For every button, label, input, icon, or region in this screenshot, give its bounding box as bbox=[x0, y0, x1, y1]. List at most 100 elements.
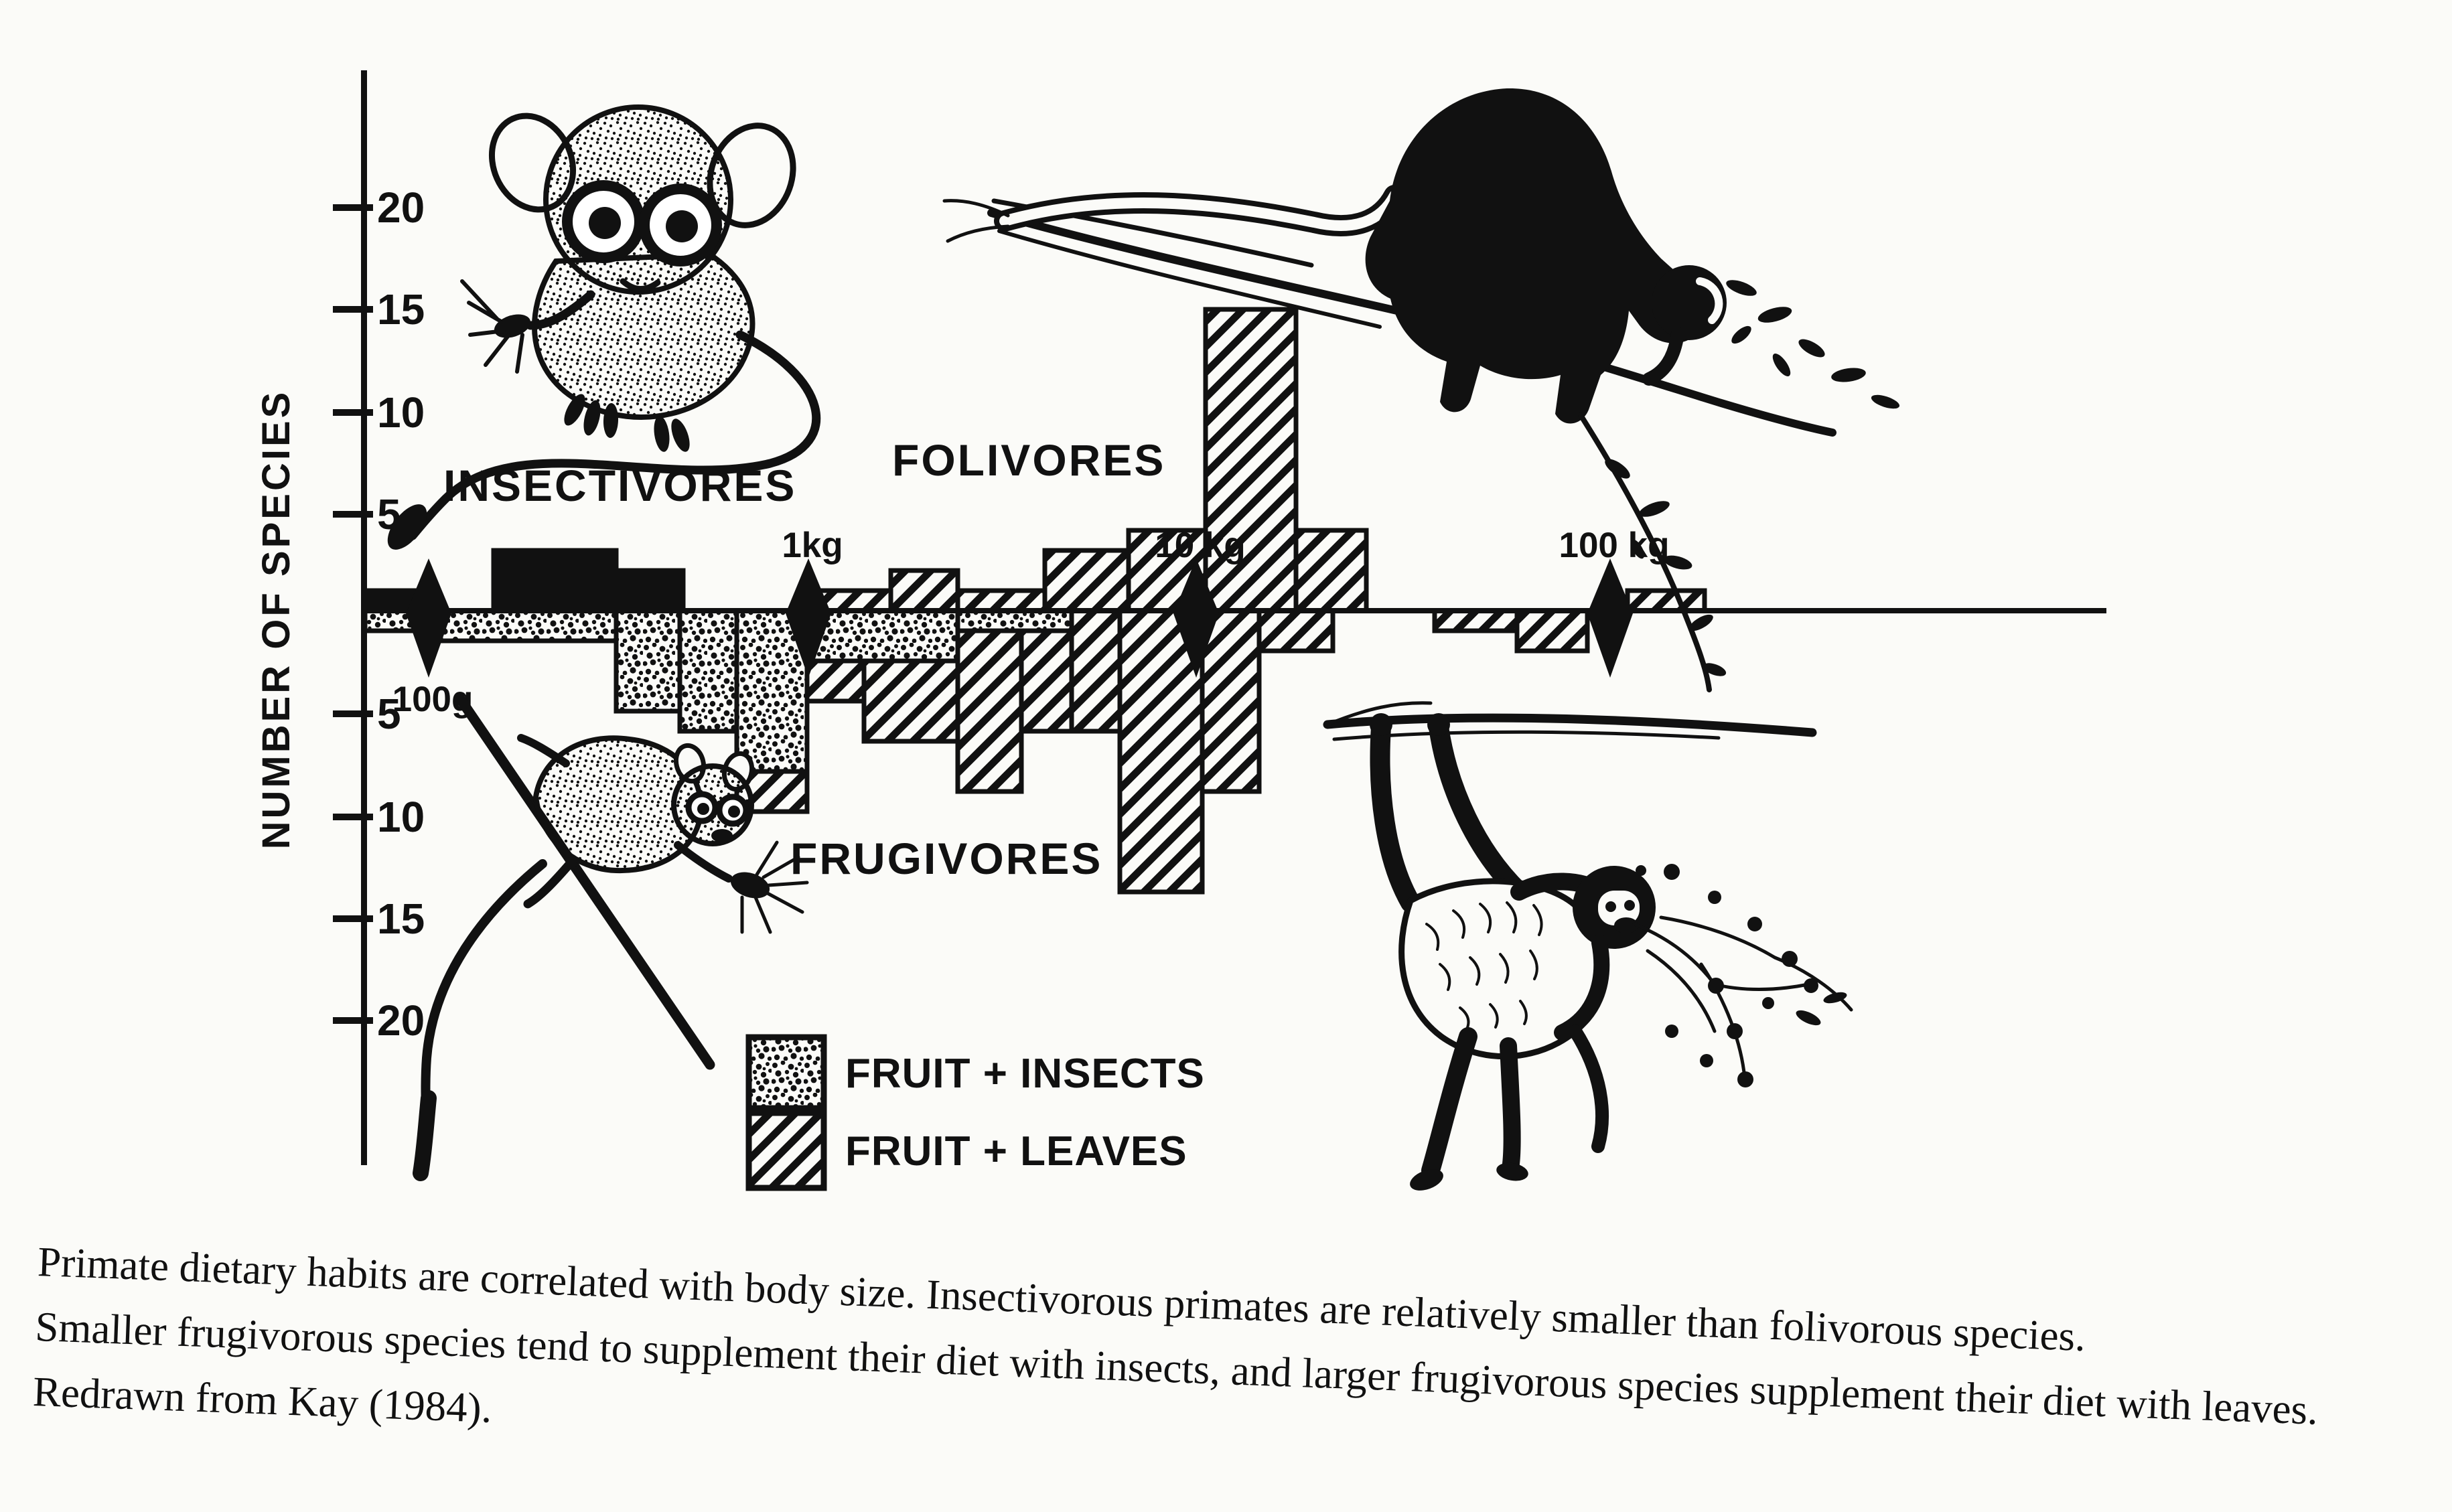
spider-monkey-illustration bbox=[1323, 701, 1853, 1191]
tarsier-mouth bbox=[620, 278, 661, 292]
monkey-arm-left bbox=[1370, 717, 1421, 913]
galago-reaching-arm bbox=[674, 841, 733, 883]
bar Insectivores bbox=[491, 548, 619, 613]
y-tick-label: 20 bbox=[377, 183, 425, 232]
y-axis-tick bbox=[333, 409, 373, 416]
galago-pupil-right bbox=[728, 806, 740, 818]
monkey-leg-left bbox=[1421, 1027, 1477, 1180]
bar Frugivores (fruit + insects) bbox=[426, 608, 619, 644]
tarsier-feet bbox=[564, 394, 690, 452]
y-tick-label: 15 bbox=[377, 895, 425, 943]
x-axis-line bbox=[364, 608, 2106, 613]
bar Folivores bbox=[955, 588, 1048, 613]
y-axis-tick bbox=[333, 306, 373, 313]
colobus-illustration bbox=[942, 88, 1900, 692]
y-axis-tick bbox=[333, 915, 373, 922]
galago-tail-tip bbox=[413, 1090, 437, 1181]
bar Insectivores bbox=[614, 568, 686, 613]
mass-arrow-100kg bbox=[1587, 558, 1633, 678]
branch-line2 bbox=[997, 229, 1382, 329]
colobus-face-ring bbox=[1696, 277, 1723, 324]
insect-legs bbox=[460, 279, 524, 374]
bar Frugivores (fruit + insects) bbox=[955, 608, 1074, 633]
branch-wisp bbox=[1325, 701, 1433, 727]
mass-label: 1kg bbox=[782, 526, 843, 565]
bar Frugivores (fruit + insects) bbox=[677, 608, 739, 734]
insect-prey bbox=[730, 872, 770, 899]
insect-prey-legs bbox=[740, 840, 809, 934]
tarsier-tail bbox=[408, 330, 821, 540]
fruit-cluster bbox=[1632, 864, 1853, 1087]
tarsier-tail-tuft bbox=[387, 504, 427, 550]
bar Folivores bbox=[1625, 588, 1707, 613]
tarsier-pupil-right bbox=[666, 210, 698, 242]
y-axis-tick bbox=[333, 1017, 373, 1024]
belly-fur-strokes bbox=[1425, 901, 1543, 1031]
monkey-arm-right bbox=[1429, 717, 1529, 902]
bar Folivores bbox=[1203, 307, 1299, 613]
monkey-foot-left bbox=[1410, 1169, 1443, 1191]
monkey-hand-left bbox=[1370, 713, 1392, 736]
galago-arm-grip bbox=[517, 734, 570, 767]
legend-label-fruit-leaves: FRUIT + LEAVES bbox=[845, 1128, 1187, 1175]
bar Frugivores (fruit + insects) bbox=[614, 608, 682, 714]
galago-muzzle bbox=[711, 829, 733, 842]
monkey-eye-right bbox=[1624, 900, 1635, 911]
tail-wisps bbox=[942, 199, 1010, 243]
y-tick-label: 15 bbox=[377, 285, 425, 333]
folivores-label: FOLIVORES bbox=[892, 435, 1165, 485]
tarsier-pupil-left bbox=[589, 207, 621, 239]
colobus-arm bbox=[1642, 327, 1684, 386]
bar Frugivores (fruit + leaves) bbox=[1200, 608, 1262, 794]
monkey-face bbox=[1598, 891, 1640, 925]
y-axis-tick bbox=[333, 814, 373, 820]
monkey-leg-right bbox=[1500, 1037, 1521, 1173]
y-tick-label: 10 bbox=[377, 793, 425, 841]
bar Frugivores (fruit + leaves) bbox=[1514, 608, 1590, 654]
bar Frugivores (fruit + insects) bbox=[804, 608, 960, 664]
bar Frugivores (fruit + leaves) bbox=[1117, 608, 1205, 895]
legend-swatch-fruit-leaves bbox=[745, 1110, 827, 1191]
bar Folivores bbox=[1042, 548, 1131, 613]
bar Frugivores (fruit + leaves) bbox=[861, 658, 960, 744]
mass-arrow-100g bbox=[406, 558, 451, 678]
bar Frugivores (fruit + leaves) bbox=[1019, 628, 1074, 734]
galago-illustration bbox=[413, 692, 809, 1181]
bar Folivores bbox=[1293, 528, 1369, 613]
legend-swatch-fruit-insects bbox=[745, 1034, 827, 1112]
bar Frugivores (fruit + leaves) bbox=[1069, 608, 1123, 734]
mass-label: 100 kg bbox=[1559, 526, 1669, 565]
mass-label: 10 kg bbox=[1155, 526, 1246, 565]
monkey-eye-left bbox=[1605, 901, 1616, 912]
legend-label-fruit-insects: FRUIT + INSECTS bbox=[845, 1051, 1205, 1097]
tarsier-illustration bbox=[387, 104, 821, 550]
colobus-body bbox=[1365, 88, 1704, 424]
bar Frugivores (fruit + leaves) bbox=[1256, 608, 1336, 654]
y-axis-tick bbox=[333, 204, 373, 211]
leaf-cluster-right bbox=[1726, 280, 1900, 409]
colobus-tail-inner bbox=[999, 190, 1400, 231]
bar Frugivores (fruit + leaves) bbox=[1432, 608, 1520, 633]
y-axis-title: NUMBER OF SPECIES bbox=[255, 390, 298, 850]
mass-arrow-10kg bbox=[1173, 558, 1219, 678]
tarsier-arm bbox=[526, 290, 595, 330]
leaf-cluster-lower bbox=[1605, 459, 1727, 676]
monkey-muzzle bbox=[1614, 917, 1638, 933]
monkey-hand-right bbox=[1427, 713, 1450, 736]
y-tick-label: 5 bbox=[377, 690, 401, 738]
bar Frugivores (fruit + leaves) bbox=[955, 628, 1024, 794]
galago-pupil-left bbox=[697, 803, 709, 815]
frugivores-label: FRUGIVORES bbox=[790, 834, 1102, 883]
hanging-branch bbox=[1323, 713, 1817, 737]
galago-leg bbox=[523, 856, 577, 909]
stick-branch-line2 bbox=[467, 710, 699, 1048]
bar Folivores bbox=[888, 568, 960, 613]
monkey-foot-right bbox=[1496, 1162, 1528, 1181]
mass-arrow-1kg bbox=[786, 558, 831, 678]
y-axis-tick bbox=[333, 511, 373, 518]
y-tick-label: 10 bbox=[377, 388, 425, 437]
y-axis-tick bbox=[333, 710, 373, 717]
y-tick-label: 20 bbox=[377, 996, 425, 1045]
